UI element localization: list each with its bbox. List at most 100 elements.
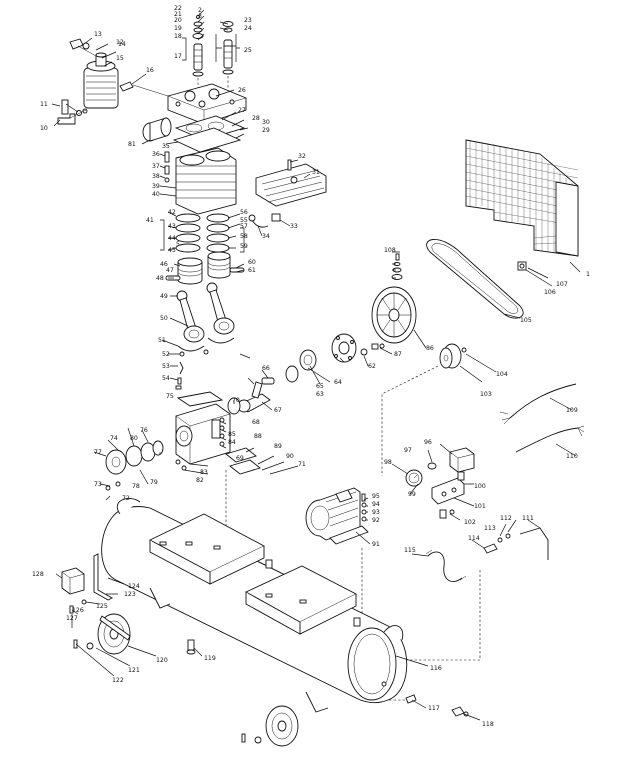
part-label-120: 120 [156,657,168,664]
part-label-59: 59 [240,243,248,250]
part-label-13: 13 [94,31,102,38]
part-label-30: 30 [262,119,270,126]
outlet-fittings [483,527,549,560]
part-label-61: 61 [248,267,256,274]
part-label-96: 96 [424,439,432,446]
assembly-line-5 [392,570,481,661]
part-label-122: 122 [112,677,124,684]
part-label-125: 125 [96,603,108,610]
part-label-41: 41 [146,217,154,224]
part-label-116: 116 [430,665,442,672]
part-label-114: 114 [468,535,480,542]
part-label-52: 52 [162,351,170,358]
part-label-111: 111 [522,515,534,522]
part-label-38: 38 [152,173,160,180]
part-label-86: 86 [426,345,434,352]
part-label-103: 103 [480,391,492,398]
part-label-62: 62 [368,363,376,370]
valve-stack-right [222,21,234,88]
part-label-17: 17 [174,53,182,60]
part-label-42: 42 [168,209,176,216]
part-label-117: 117 [428,705,440,712]
part-label-22: 22 [174,5,182,12]
part-label-27: 27 [238,107,246,114]
part-label-126: 126 [72,607,84,614]
part-label-69: 69 [236,455,244,462]
safety-valve-101 [439,509,455,519]
wheel-rear [265,705,299,747]
part-label-63: 63 [316,391,324,398]
part-label-39: 39 [152,183,160,190]
cylinder-block [175,147,237,215]
valve-stack-left [192,15,204,88]
part-label-44: 44 [168,235,176,242]
part-label-127: 127 [66,615,78,622]
part-label-51: 51 [158,337,166,344]
rear-bracket [105,440,164,491]
part-label-24: 24 [244,25,252,32]
bearing-flange-64 [331,333,357,363]
bearing-68 [227,397,241,415]
part-label-110: 110 [566,453,578,460]
part-label-10: 10 [40,125,48,132]
part-label-37: 37 [152,163,160,170]
part-label-31: 31 [312,169,320,176]
part-label-18: 18 [174,33,182,40]
part-label-56: 56 [240,209,248,216]
part-label-100: 100 [474,483,486,490]
motor-pulley [439,343,467,369]
part-label-80: 80 [130,435,138,442]
part-label-46: 46 [160,261,168,268]
part-label-47: 47 [166,267,174,274]
part-label-104: 104 [496,371,508,378]
electric-motor [305,487,369,545]
connecting-rod-right [206,282,235,335]
connecting-rod-left [176,290,205,343]
part-label-128: 128 [32,571,44,578]
part-label-124: 124 [128,583,140,590]
part-label-123: 123 [124,591,136,598]
screws-83-87 [175,417,225,471]
flywheel-bolts [391,253,403,280]
part-label-113: 113 [484,525,496,532]
part-label-28: 28 [252,115,260,122]
part-label-115: 115 [404,547,416,554]
elbow-fitting [57,99,88,125]
part-label-50: 50 [160,315,168,322]
v-belt [426,239,524,319]
part-label-40: 40 [152,191,160,198]
flywheel [371,286,417,344]
part-label-5: 5 [176,241,180,248]
manifold-block [431,471,465,505]
part-label-98: 98 [384,459,392,466]
part-label-53: 53 [162,363,170,370]
part-label-60: 60 [248,259,256,266]
gasket-88 [225,447,257,463]
nut-33 [271,213,281,222]
part-label-19: 19 [174,25,182,32]
part-label-88: 88 [254,433,262,440]
nut-62 [360,348,368,356]
part-label-54: 54 [162,375,170,382]
part-label-84: 84 [228,439,236,446]
leader-lines [51,9,581,721]
part-label-1: 1 [586,271,590,278]
flexible-hose [425,549,467,582]
part-number-labels: 1235101112131415161718192021222324252627… [32,5,590,728]
part-label-108: 108 [384,247,396,254]
part-label-99: 99 [408,491,416,498]
part-label-101: 101 [474,503,486,510]
power-cable-110 [515,425,585,453]
part-label-118: 118 [482,721,494,728]
part-label-68: 68 [252,419,260,426]
fitting-97 [427,462,437,470]
part-label-12: 12 [116,39,124,46]
platform-plate-lower [245,565,357,635]
guard-nut-107 [517,261,527,271]
part-label-25: 25 [244,47,252,54]
part-label-119: 119 [204,655,216,662]
key-87 [371,343,385,350]
ring-65 [285,365,299,383]
part-label-35: 35 [162,143,170,150]
